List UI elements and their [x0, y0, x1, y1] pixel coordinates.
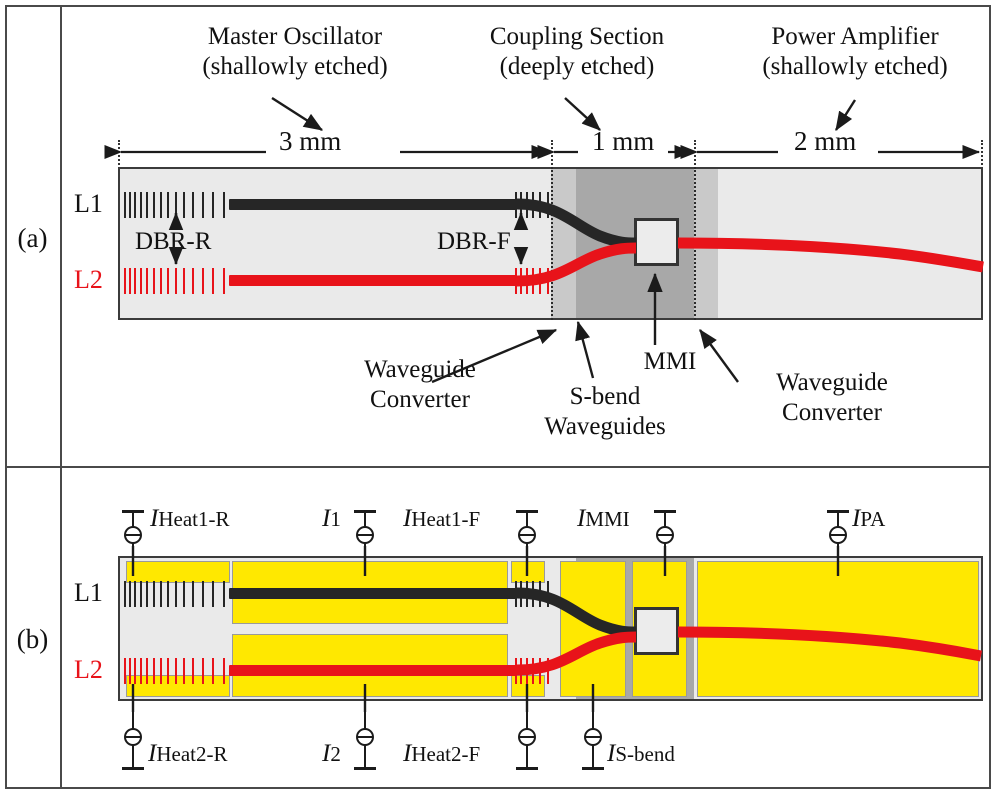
current-subscript: S-bend — [615, 742, 675, 766]
panel-a-waveguide-L1 — [229, 199, 517, 210]
current-symbol: I — [150, 505, 159, 532]
panel-label-b: (b) — [16, 624, 49, 654]
panel-a-transition-left — [551, 169, 576, 318]
panel-b-laser-label-L2: L2 — [74, 655, 103, 684]
panel-a-laser-label-L1: L1 — [74, 189, 103, 218]
callout-line2: Converter — [782, 398, 882, 426]
current-label-i1: I1 — [322, 505, 341, 533]
panel-b-waveguide-L1 — [229, 588, 517, 599]
current-symbol: I — [322, 505, 331, 532]
panel-b-laser-label-L1: L1 — [74, 578, 103, 607]
callout-line2: Waveguides — [544, 412, 666, 440]
panel-b-electrode-heater2-r — [126, 675, 230, 697]
current-symbol: I — [403, 740, 412, 767]
callout-line1: Waveguide — [776, 369, 888, 396]
panel-b-electrode-pa — [697, 561, 979, 697]
current-symbol: I — [403, 505, 412, 532]
current-subscript: PA — [860, 507, 886, 531]
panel-b-electrode-heater1-r — [126, 561, 230, 583]
panel-a-dbr-r-grating-L1 — [124, 192, 229, 218]
panel-a-waveguide-L2 — [229, 275, 517, 286]
current-subscript: Heat1-R — [158, 507, 230, 531]
callout-mmi: MMI — [643, 348, 697, 375]
current-source-mmi[interactable] — [652, 510, 678, 568]
section-title-power-amplifier: Power Amplifier (shallowly etched) — [715, 22, 995, 81]
panel-b-waveguide-L2 — [229, 665, 517, 676]
callout-line1: Waveguide — [364, 356, 476, 383]
current-source-s-bend[interactable] — [580, 712, 606, 770]
current-subscript: Heat1-F — [411, 507, 481, 531]
figure-frame — [5, 5, 991, 789]
current-symbol: I — [148, 740, 157, 767]
callout-s-bend-waveguides: S-bend Waveguides — [505, 382, 705, 441]
panel-b-dbr-r-grating-L1 — [124, 581, 229, 607]
section-title-line1: Coupling Section — [489, 23, 665, 50]
callout-waveguide-converter-left: Waveguide Converter — [320, 355, 520, 414]
current-label-heat2-r: IHeat2-R — [148, 740, 227, 768]
current-symbol: I — [607, 740, 616, 767]
section-title-line2: (shallowly etched) — [202, 52, 388, 80]
current-subscript: MMI — [585, 507, 630, 531]
panel-a-dbr-f-grating-L1 — [515, 192, 549, 218]
panel-a-laser-label-L2: L2 — [74, 265, 103, 294]
panel-a-dbr-f-grating-L2 — [515, 268, 549, 294]
current-source-heat1-r[interactable] — [120, 510, 146, 568]
current-subscript: Heat2-R — [156, 742, 228, 766]
callout-waveguide-converter-right: Waveguide Converter — [732, 368, 932, 427]
current-label-pa: IPA — [852, 505, 885, 533]
panel-b-mmi-coupler — [634, 607, 679, 655]
current-label-heat2-f: IHeat2-F — [403, 740, 480, 768]
panel-label-a: (a) — [17, 223, 48, 253]
panel-b-electrode-s-bend — [560, 561, 626, 697]
dimension-tick-right — [981, 140, 983, 172]
panel-a-dbr-r-grating-L2 — [124, 268, 229, 294]
panel-id-column-divider — [60, 5, 62, 789]
panel-a-label-dbr-f: DBR-F — [437, 228, 511, 255]
dimension-label-3mm: 3 mm — [275, 126, 346, 157]
section-title-line1: Master Oscillator — [207, 23, 383, 50]
current-source-i1[interactable] — [352, 510, 378, 568]
section-title-line2: (shallowly etched) — [762, 52, 948, 80]
section-title-line2: (deeply etched) — [499, 52, 655, 80]
callout-line1: S-bend — [569, 383, 641, 410]
section-title-master-oscillator: Master Oscillator (shallowly etched) — [130, 22, 460, 81]
panel-b-dbr-f-grating-L1 — [515, 581, 549, 607]
panel-b-dbr-f-grating-L2 — [515, 658, 549, 684]
section-title-line1: Power Amplifier — [771, 23, 939, 50]
panel-a-boundary-mo-cs — [551, 167, 553, 320]
section-title-coupling-section: Coupling Section (deeply etched) — [432, 22, 722, 81]
current-subscript: 2 — [330, 742, 341, 766]
current-source-i2[interactable] — [352, 712, 378, 770]
current-label-heat1-r: IHeat1-R — [150, 505, 229, 533]
current-label-s-bend: IS-bend — [607, 740, 675, 768]
current-subscript: 1 — [330, 507, 341, 531]
current-label-heat1-f: IHeat1-F — [403, 505, 480, 533]
current-symbol: I — [577, 505, 586, 532]
current-symbol: I — [322, 740, 331, 767]
dimension-label-1mm: 1 mm — [588, 126, 659, 157]
current-symbol: I — [852, 505, 861, 532]
current-source-heat1-f[interactable] — [514, 510, 540, 568]
current-source-heat2-r[interactable] — [120, 712, 146, 770]
panel-a-boundary-cs-pa — [694, 167, 696, 320]
dimension-label-2mm: 2 mm — [790, 126, 861, 157]
current-source-heat2-f[interactable] — [514, 712, 540, 770]
callout-line2: Converter — [370, 385, 470, 413]
current-label-i2: I2 — [322, 740, 341, 768]
panel-a-label-dbr-r: DBR-R — [135, 228, 212, 255]
panel-b-dbr-r-grating-L2 — [124, 658, 229, 684]
current-source-pa[interactable] — [825, 510, 851, 568]
current-subscript: Heat2-F — [411, 742, 481, 766]
current-label-mmi: IMMI — [577, 505, 630, 533]
panel-a-transition-right — [694, 169, 718, 318]
panel-a-b-divider — [5, 466, 991, 468]
panel-a-mmi-coupler — [634, 218, 679, 266]
